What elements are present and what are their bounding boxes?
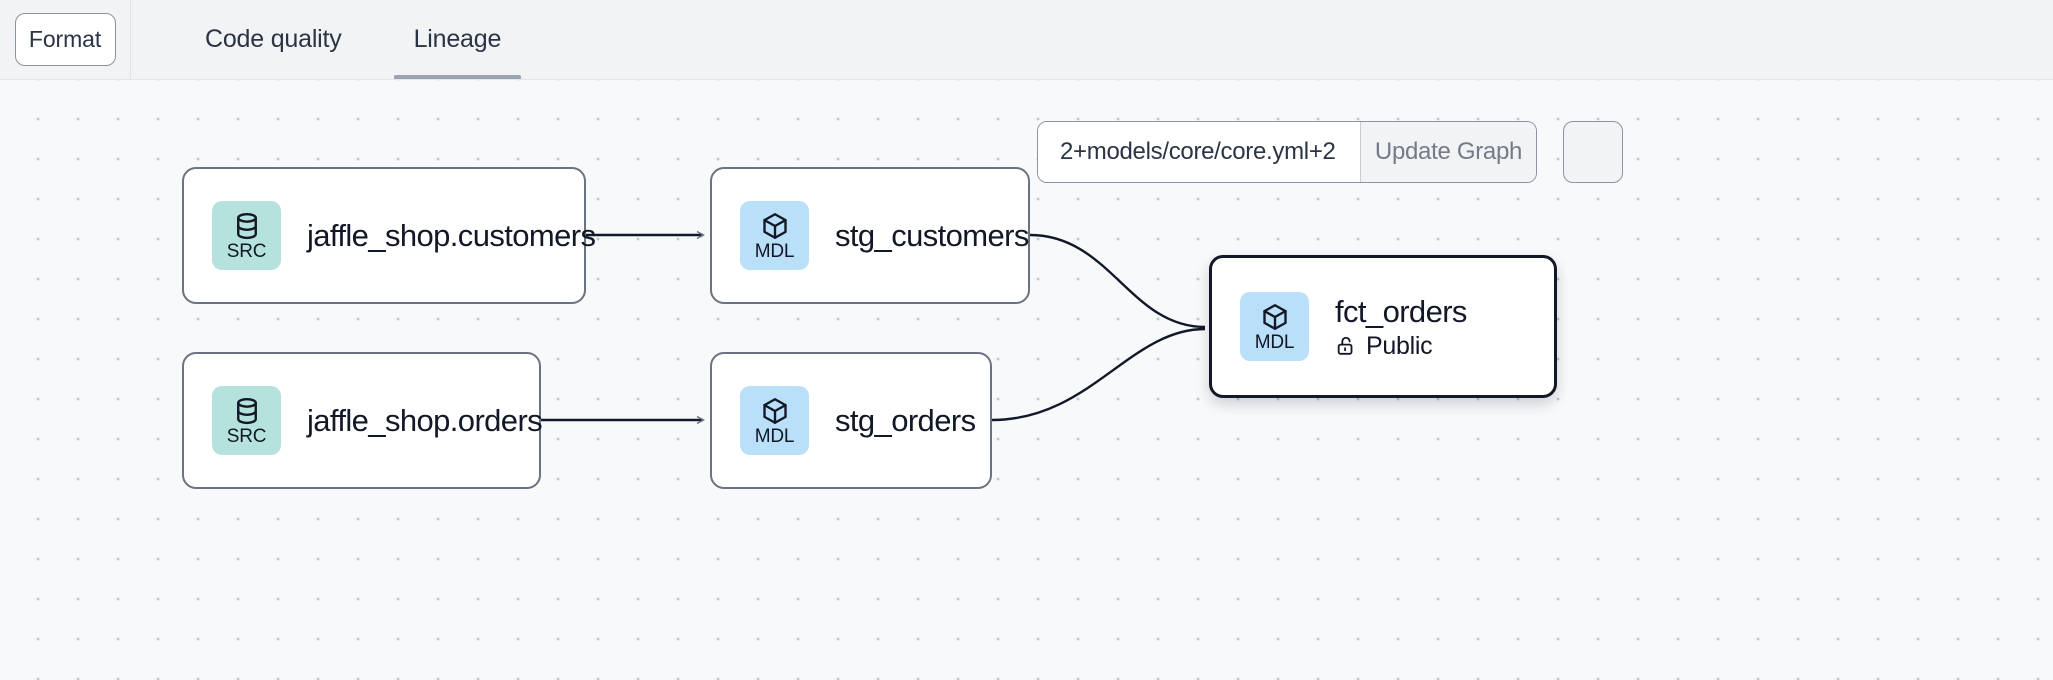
node-badge-mdl: MDL [1240,292,1309,361]
node-badge-label: SRC [226,425,267,447]
graph-options-button[interactable] [1563,121,1623,183]
lineage-canvas[interactable]: Update Graph SRC jaffle_shop.customers [0,80,2053,680]
tab-code-quality[interactable]: Code quality [185,0,362,79]
lineage-node-stg-orders[interactable]: MDL stg_orders [710,352,992,489]
selector-input[interactable] [1038,122,1360,182]
node-title: jaffle_shop.orders [307,402,543,438]
graph-controls: Update Graph [1037,121,1623,183]
edge-stg-customers-to-fct-orders [1029,233,1206,329]
lineage-node-stg-customers[interactable]: MDL stg_customers [710,167,1030,304]
tab-lineage[interactable]: Lineage [393,0,522,79]
node-badge-label: MDL [754,425,795,447]
lineage-node-fct-orders[interactable]: MDL fct_orders Public [1209,255,1557,398]
cube-icon [1262,303,1287,330]
update-graph-button[interactable]: Update Graph [1360,122,1536,182]
node-badge-mdl: MDL [740,201,809,270]
cube-icon [762,212,787,239]
format-button-zone: Format [0,0,131,79]
node-body: stg_customers [835,218,1029,254]
node-title: stg_customers [835,217,1029,253]
editor-toolbar: Format Code quality Lineage [0,0,2053,80]
database-icon [236,397,257,424]
node-badge-mdl: MDL [740,386,809,455]
cube-icon [762,397,787,424]
node-title: jaffle_shop.customers [307,217,596,253]
node-body: stg_orders [835,402,976,439]
tab-bar: Code quality Lineage [131,0,521,79]
node-badge-label: MDL [1254,331,1295,353]
node-badge-src: SRC [212,386,281,455]
node-access-badge: Public [1335,331,1467,360]
lineage-node-jaffle-shop-customers[interactable]: SRC jaffle_shop.customers [182,167,596,304]
node-badge-label: MDL [754,240,795,262]
node-body: jaffle_shop.customers [307,217,596,254]
node-body: jaffle_shop.orders [307,402,543,439]
edge-stg-orders-to-fct-orders [991,327,1206,422]
selector-group: Update Graph [1037,121,1537,183]
node-badge-src: SRC [212,201,281,270]
node-badge-label: SRC [226,240,267,262]
node-title: fct_orders [1335,294,1467,330]
lineage-node-jaffle-shop-orders[interactable]: SRC jaffle_shop.orders [182,352,543,489]
node-title: stg_orders [835,402,976,438]
node-access-label: Public [1366,331,1433,360]
format-button[interactable]: Format [14,13,116,66]
node-body: fct_orders Public [1335,294,1467,359]
unlock-icon [1337,337,1353,356]
database-icon [236,212,257,239]
